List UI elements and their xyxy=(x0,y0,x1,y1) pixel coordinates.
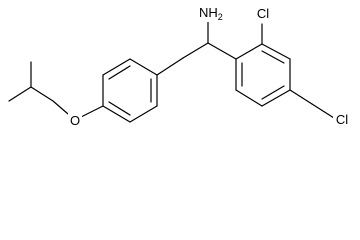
atom-labels: O NH2 Cl Cl xyxy=(68,4,351,128)
bond xyxy=(261,43,291,60)
bond-set xyxy=(8,17,335,123)
bond xyxy=(102,105,131,123)
bond xyxy=(235,43,263,60)
bond xyxy=(311,103,335,119)
bond xyxy=(8,86,32,102)
oxygen-label: O xyxy=(70,113,80,128)
molecule-drawing: O NH2 Cl Cl xyxy=(8,4,351,128)
chloro-bottom-label: Cl xyxy=(336,112,348,127)
bond xyxy=(129,58,158,76)
bond xyxy=(129,105,158,123)
bond xyxy=(108,65,131,80)
structure-diagram: O NH2 Cl Cl xyxy=(8,4,351,128)
bond xyxy=(261,85,285,100)
bond xyxy=(182,42,209,59)
amine-label: NH2 xyxy=(199,5,223,22)
bond xyxy=(261,50,285,64)
chloro-top-label: Cl xyxy=(257,6,269,21)
bond xyxy=(30,86,54,102)
bond xyxy=(235,89,263,107)
bond xyxy=(156,57,184,76)
bond xyxy=(108,101,131,116)
bond xyxy=(289,89,313,105)
bond xyxy=(261,89,291,107)
bond xyxy=(102,58,131,76)
bond xyxy=(207,42,237,60)
